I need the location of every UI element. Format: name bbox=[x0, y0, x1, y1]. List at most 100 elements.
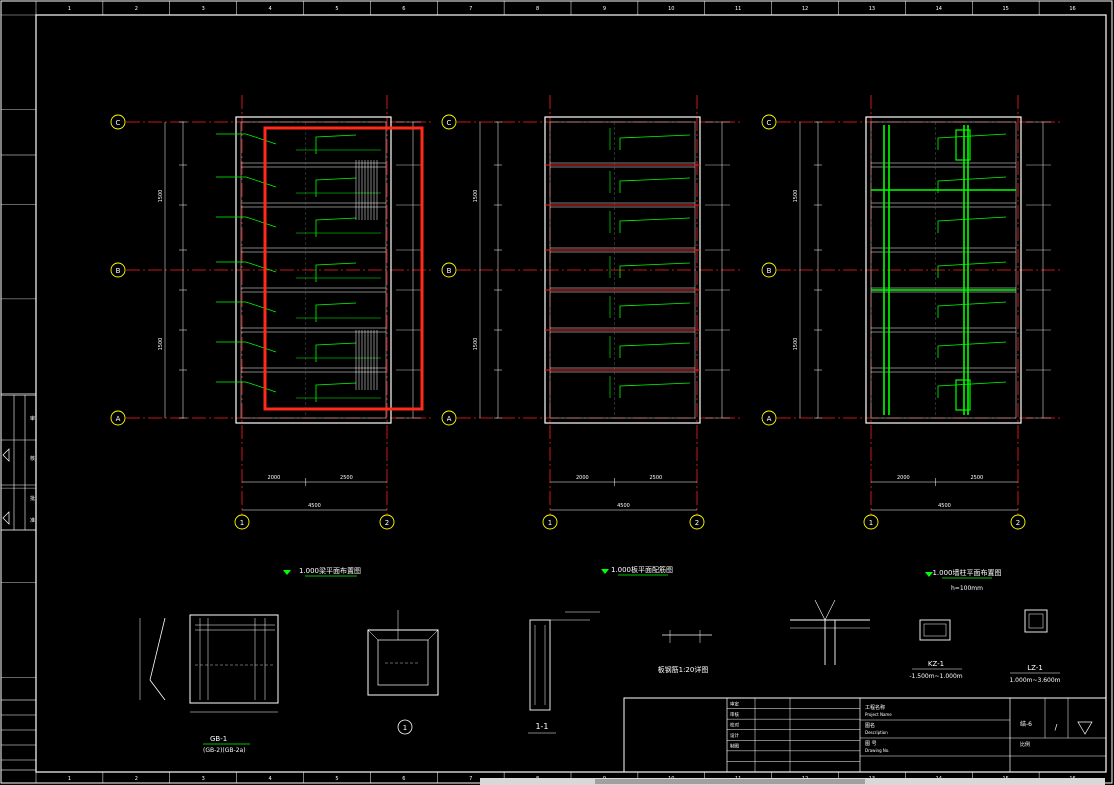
axis-bubble bbox=[110, 114, 126, 130]
axis-bubble bbox=[689, 514, 705, 530]
ruler-label: 11 bbox=[735, 6, 741, 12]
axis-label: B bbox=[767, 267, 772, 275]
detail-section-1-1: 1-1 bbox=[528, 611, 600, 734]
column-rebar bbox=[955, 379, 971, 411]
rebar-bar bbox=[937, 301, 1007, 318]
kz1-label: KZ-1 bbox=[928, 660, 944, 668]
stamp-row-1: 核 bbox=[30, 455, 35, 462]
axis-label: A bbox=[447, 415, 452, 423]
axis-label: 1 bbox=[240, 519, 244, 527]
axis-label: 2 bbox=[695, 519, 699, 527]
ruler-label: 12 bbox=[802, 6, 808, 12]
axis-label: C bbox=[767, 119, 772, 127]
ruler-label: 3 bbox=[202, 6, 205, 12]
axis-label: 2 bbox=[1016, 519, 1020, 527]
tb-project-label: 工程名称 bbox=[865, 704, 885, 711]
tb-sheet-no: 结-6 bbox=[1020, 720, 1032, 728]
dim-label: 4500 bbox=[308, 503, 321, 509]
ruler-label: 7 bbox=[469, 6, 472, 12]
stamp-row-0: 审 bbox=[30, 415, 35, 422]
slab-detail-note: 板钢筋1:20详图 bbox=[658, 665, 709, 674]
rebar-bar bbox=[315, 342, 357, 362]
section-tag: 1 bbox=[403, 724, 407, 732]
ruler-label: 13 bbox=[869, 6, 875, 12]
ruler-label: 10 bbox=[668, 6, 674, 12]
plan3-outline bbox=[865, 116, 1022, 424]
gb1-title: GB-1 bbox=[210, 735, 227, 743]
dim-label: 1500 bbox=[793, 190, 799, 203]
tb-drawing-en: Description bbox=[865, 730, 888, 735]
axis-bubble bbox=[110, 262, 126, 278]
tb-row-label: 审定 bbox=[730, 700, 739, 707]
rebar-bar bbox=[315, 382, 357, 402]
rebar-leader bbox=[216, 381, 277, 393]
dim-label: 1500 bbox=[158, 190, 164, 203]
axis-bubble bbox=[761, 114, 777, 130]
plan-captions: 1.000梁平面布置图 1.000板平面配筋图 1.000墙柱平面布置图 h=1… bbox=[283, 565, 1002, 592]
axis-label: C bbox=[447, 119, 452, 127]
ruler-label: 4 bbox=[268, 776, 271, 782]
ruler-label: 3 bbox=[202, 776, 205, 782]
axis-bubble bbox=[441, 410, 457, 426]
ruler-label: 15 bbox=[1003, 6, 1009, 12]
axis-bubble bbox=[761, 410, 777, 426]
detail-section-pit: 1 bbox=[367, 610, 439, 735]
scrollbar-thumb[interactable] bbox=[595, 779, 865, 784]
dim-label: 2500 bbox=[970, 475, 983, 481]
axis-label: 2 bbox=[385, 519, 389, 527]
detail-column-kz1: KZ-1 -1.500m~1.000m bbox=[909, 619, 963, 680]
dim-label: 2000 bbox=[897, 475, 910, 481]
plan3-subcaption: h=100mm bbox=[951, 585, 983, 592]
dim-label: 1500 bbox=[158, 338, 164, 351]
plan1-outline bbox=[235, 116, 392, 424]
axis-label: A bbox=[767, 415, 772, 423]
dim-label: 2500 bbox=[649, 475, 662, 481]
tb-revision-triangle-icon bbox=[1077, 721, 1093, 735]
axis-bubble bbox=[441, 114, 457, 130]
axis-bubble bbox=[761, 262, 777, 278]
tb-row-label: 设计 bbox=[730, 732, 739, 739]
stamp-row-2: 批 bbox=[30, 495, 35, 502]
dim-label: 4500 bbox=[617, 503, 630, 509]
ruler-label: 6 bbox=[402, 6, 405, 12]
plan1-caption: 1.000梁平面布置图 bbox=[299, 566, 361, 575]
detail-column-lz1: LZ-1 1.000m~3.600m bbox=[1009, 609, 1061, 684]
dim-label: 2000 bbox=[268, 475, 281, 481]
tb-row-label: 制图 bbox=[730, 743, 739, 750]
axis-label: A bbox=[116, 415, 121, 423]
ruler-label: 6 bbox=[402, 776, 405, 782]
axis-label: C bbox=[116, 119, 121, 127]
dim-label: 1500 bbox=[473, 338, 479, 351]
rebar-bar bbox=[937, 381, 1007, 398]
rebar-bar bbox=[937, 133, 1007, 150]
rebar-bar bbox=[619, 342, 691, 358]
rebar-leader bbox=[216, 341, 277, 353]
dim-label: 2000 bbox=[576, 475, 589, 481]
rebar-bar bbox=[315, 217, 357, 237]
rebar-bar bbox=[619, 302, 691, 318]
ruler-label: 14 bbox=[936, 6, 942, 12]
axis-bubble bbox=[441, 262, 457, 278]
ruler-label: 5 bbox=[335, 776, 338, 782]
ruler-label: 2 bbox=[135, 776, 138, 782]
ruler-label: 16 bbox=[1069, 6, 1075, 12]
horizontal-scrollbar[interactable] bbox=[480, 778, 1105, 785]
left-ruler bbox=[1, 14, 36, 678]
tb-row-label: 校对 bbox=[730, 722, 739, 729]
kz1-range: -1.500m~1.000m bbox=[909, 673, 962, 680]
tb-scale-label: 比例 bbox=[1020, 741, 1030, 748]
plan2-outline bbox=[544, 116, 701, 424]
axis-label: B bbox=[116, 267, 121, 275]
selection-highlight-box[interactable] bbox=[263, 126, 424, 411]
rebar-bar bbox=[937, 261, 1007, 278]
axis-bubble bbox=[542, 514, 558, 530]
dim-label: 1500 bbox=[473, 190, 479, 203]
plan3-caption: 1.000墙柱平面布置图 bbox=[932, 568, 1001, 577]
ruler-label: 9 bbox=[603, 6, 606, 12]
lz1-label: LZ-1 bbox=[1027, 664, 1043, 672]
rebar-leader bbox=[216, 176, 277, 188]
